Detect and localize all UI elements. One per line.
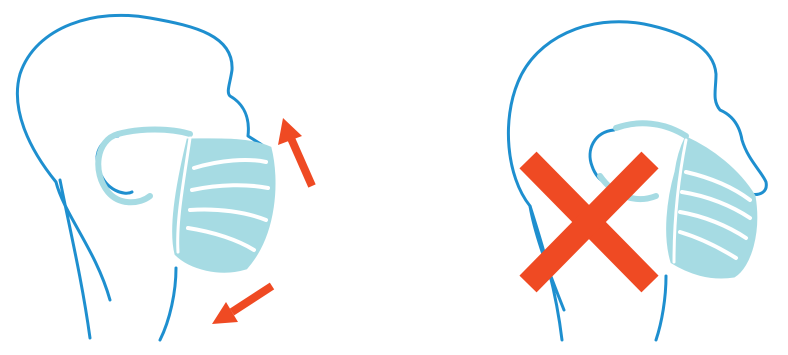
correct-mask-panel [0, 0, 394, 355]
red-cross-icon [528, 160, 650, 284]
surgical-mask [98, 130, 274, 272]
arrow-up-right-icon [278, 118, 312, 186]
mask-body [668, 138, 756, 277]
incorrect-mask-panel [394, 0, 788, 355]
ear-loop [616, 123, 686, 136]
arrow-down-left-icon [212, 286, 272, 324]
